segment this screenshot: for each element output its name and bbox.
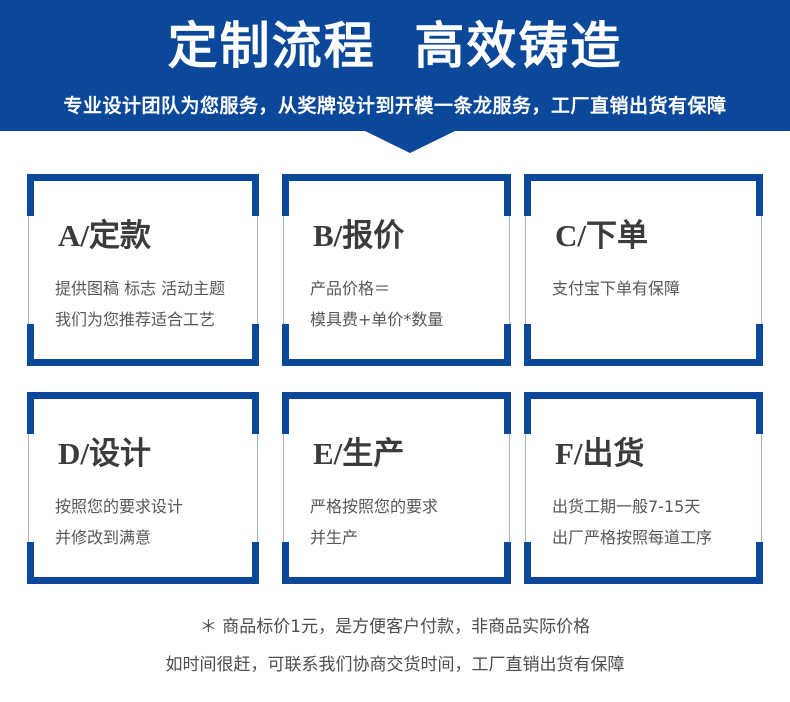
corner-bracket-bottom-left-icon — [524, 542, 586, 584]
corner-bracket-bottom-left-icon — [282, 324, 344, 366]
corner-bracket-bottom-left-icon — [27, 324, 89, 366]
card-edge-top — [83, 392, 203, 399]
card-edge-bottom — [83, 577, 203, 584]
card-edge-bottom — [338, 359, 455, 366]
corner-bracket-top-right-icon — [197, 392, 259, 434]
step-card-e[interactable]: E/生产 严格按照您的要求 并生产 — [282, 392, 511, 584]
header-banner: 定制流程 高效铸造 专业设计团队为您服务，从奖牌设计到开模一条龙服务，工厂直销出… — [0, 0, 790, 131]
corner-bracket-bottom-right-icon — [701, 542, 763, 584]
card-edge-bottom — [338, 577, 455, 584]
steps-grid: A/定款 提供图稿 标志 活动主题 我们为您推荐适合工艺 B/报价 产品价格＝ … — [0, 160, 790, 596]
corner-bracket-bottom-left-icon — [282, 542, 344, 584]
steps-row-2: D/设计 按照您的要求设计 并修改到满意 E/生产 严格按照您的要求 并生产 — [0, 378, 790, 596]
step-line: 出厂严格按照每道工序 — [552, 528, 713, 547]
corner-bracket-top-left-icon — [524, 392, 586, 434]
corner-bracket-top-right-icon — [449, 392, 511, 434]
card-edge-top — [580, 174, 707, 181]
corner-bracket-top-right-icon — [701, 392, 763, 434]
corner-bracket-top-right-icon — [449, 174, 511, 216]
step-line: 模具费+单价*数量 — [310, 310, 444, 329]
step-title: E/生产 — [313, 436, 405, 471]
card-edge-bottom — [83, 359, 203, 366]
card-edge-top — [83, 174, 203, 181]
footer-notes: ＊ 商品标价1元，是方便客户付款，非商品实际价格 如时间很赶，可联系我们协商交货… — [0, 608, 790, 684]
corner-bracket-top-right-icon — [701, 174, 763, 216]
step-card-a[interactable]: A/定款 提供图稿 标志 活动主题 我们为您推荐适合工艺 — [27, 174, 259, 366]
step-card-b[interactable]: B/报价 产品价格＝ 模具费+单价*数量 — [282, 174, 511, 366]
card-edge-top — [338, 174, 455, 181]
page-subtitle: 专业设计团队为您服务，从奖牌设计到开模一条龙服务，工厂直销出货有保障 — [63, 95, 727, 117]
footer-note-delivery: 如时间很赶，可联系我们协商交货时间，工厂直销出货有保障 — [165, 655, 625, 675]
card-edge-top — [338, 392, 455, 399]
corner-bracket-top-left-icon — [524, 174, 586, 216]
card-edge-top — [580, 392, 707, 399]
step-line: 我们为您推荐适合工艺 — [55, 310, 216, 329]
page-title: 定制流程 高效铸造 — [167, 17, 623, 75]
corner-bracket-bottom-right-icon — [449, 324, 511, 366]
step-card-f[interactable]: F/出货 出货工期一般7-15天 出厂严格按照每道工序 — [524, 392, 763, 584]
step-description: 严格按照您的要求 并生产 — [310, 491, 500, 553]
step-title: B/报价 — [313, 218, 405, 253]
corner-bracket-top-left-icon — [27, 174, 89, 216]
card-edge-bottom — [580, 359, 707, 366]
step-description: 支付宝下单有保障 — [552, 273, 752, 304]
steps-row-1: A/定款 提供图稿 标志 活动主题 我们为您推荐适合工艺 B/报价 产品价格＝ … — [0, 160, 790, 378]
corner-bracket-top-right-icon — [197, 174, 259, 216]
step-title: A/定款 — [58, 218, 151, 253]
step-line: 支付宝下单有保障 — [552, 279, 681, 298]
step-description: 提供图稿 标志 活动主题 我们为您推荐适合工艺 — [55, 273, 248, 335]
step-line: 严格按照您的要求 — [310, 497, 439, 516]
step-line: 并修改到满意 — [55, 528, 152, 547]
step-title: F/出货 — [555, 436, 645, 471]
step-description: 出货工期一般7-15天 出厂严格按照每道工序 — [552, 491, 752, 553]
footer-note-price: ＊ 商品标价1元，是方便客户付款，非商品实际价格 — [199, 617, 591, 637]
step-description: 产品价格＝ 模具费+单价*数量 — [310, 273, 500, 335]
step-title: D/设计 — [58, 436, 151, 471]
corner-bracket-top-left-icon — [27, 392, 89, 434]
corner-bracket-bottom-right-icon — [197, 542, 259, 584]
step-card-d[interactable]: D/设计 按照您的要求设计 并修改到满意 — [27, 392, 259, 584]
triangle-down-icon — [365, 131, 455, 153]
step-line: 提供图稿 标志 活动主题 — [55, 279, 226, 298]
step-line: 并生产 — [310, 528, 359, 547]
corner-bracket-bottom-left-icon — [27, 542, 89, 584]
corner-bracket-bottom-left-icon — [524, 324, 586, 366]
step-line: 产品价格＝ — [310, 279, 391, 298]
step-line: 出货工期一般7-15天 — [552, 497, 701, 516]
step-card-c[interactable]: C/下单 支付宝下单有保障 — [524, 174, 763, 366]
step-description: 按照您的要求设计 并修改到满意 — [55, 491, 248, 553]
card-edge-bottom — [580, 577, 707, 584]
step-title: C/下单 — [555, 218, 648, 253]
corner-bracket-top-left-icon — [282, 174, 344, 216]
corner-bracket-top-left-icon — [282, 392, 344, 434]
step-line: 按照您的要求设计 — [55, 497, 184, 516]
corner-bracket-bottom-right-icon — [197, 324, 259, 366]
corner-bracket-bottom-right-icon — [701, 324, 763, 366]
corner-bracket-bottom-right-icon — [449, 542, 511, 584]
